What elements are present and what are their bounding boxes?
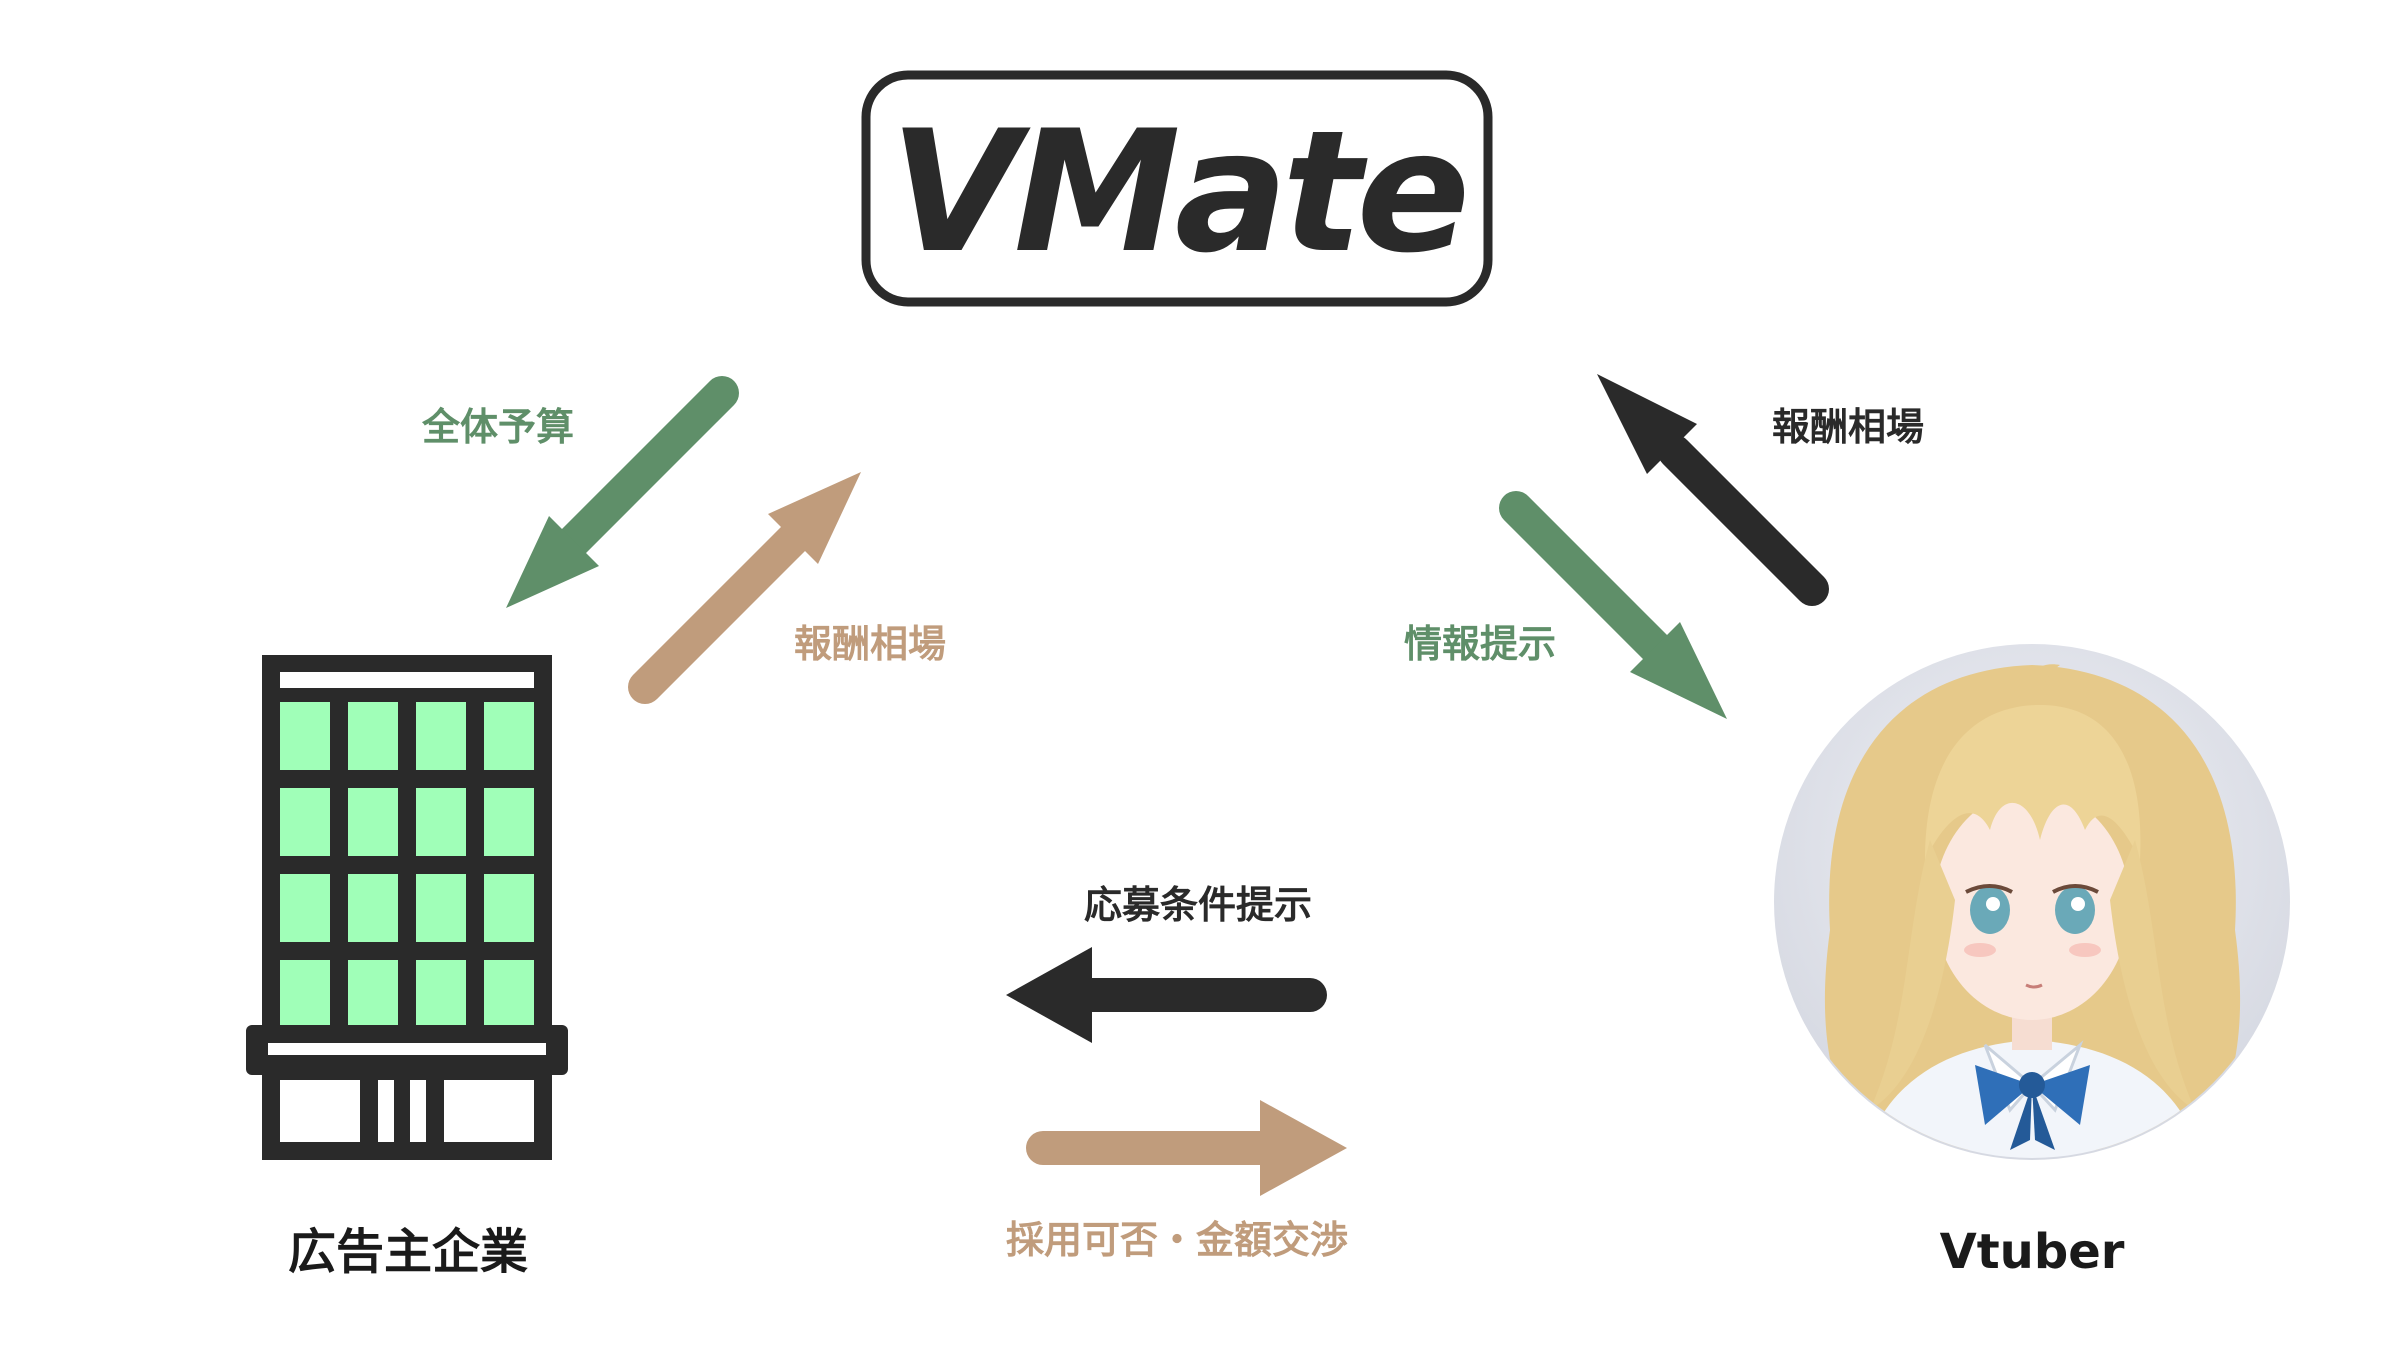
vtuber-label: Vtuber: [1940, 1224, 2125, 1280]
label-total-budget: 全体予算: [421, 405, 574, 449]
arrow-advertiser-to-vtuber: [1026, 1100, 1347, 1196]
arrow-vtuber-to-vmate: [1597, 374, 1829, 606]
vmate-logo-text: VMate: [890, 94, 1465, 290]
building-window: [348, 874, 398, 942]
vmate-logo-frame: [861, 70, 1493, 307]
arrow-vtuber-to-advertiser: [1006, 947, 1327, 1043]
building-window: [416, 874, 466, 942]
advertiser-label: 広告主企業: [288, 1224, 528, 1280]
arrow-advertiser-to-vmate: [628, 472, 861, 704]
building-entrance-panel: [410, 1080, 426, 1142]
building-window: [484, 874, 534, 942]
building-window: [348, 702, 398, 770]
label-info-presentation: 情報提示: [1404, 622, 1556, 666]
label-reward-rate-right: 報酬相場: [1772, 405, 1924, 449]
building-window: [416, 788, 466, 856]
building-window: [484, 960, 534, 1028]
building-entrance-panel: [444, 1080, 534, 1142]
building-window: [348, 960, 398, 1028]
label-application-conditions: 応募条件提示: [1084, 883, 1312, 927]
arrow-vmate-to-vtuber: [1499, 491, 1727, 719]
building-window: [280, 788, 330, 856]
building-ledge-strip: [268, 1043, 546, 1055]
building-window: [348, 788, 398, 856]
building-window: [416, 960, 466, 1028]
building-window: [280, 874, 330, 942]
building-roof-strip: [280, 672, 534, 688]
office-building-icon: [246, 655, 568, 1160]
building-window: [416, 702, 466, 770]
building-entrance-panel: [378, 1080, 394, 1142]
building-window: [280, 960, 330, 1028]
building-window: [484, 788, 534, 856]
vmate-logo: VMate: [861, 70, 1493, 307]
building-entrance-panel: [280, 1080, 360, 1142]
building-window: [280, 702, 330, 770]
arrow-vmate-to-advertiser: [506, 376, 739, 608]
label-hiring-negotiation: 採用可否・金額交渉: [1006, 1218, 1348, 1262]
vtuber-avatar-icon: [1774, 644, 2290, 1160]
label-reward-rate-left: 報酬相場: [794, 622, 946, 666]
building-window: [484, 702, 534, 770]
